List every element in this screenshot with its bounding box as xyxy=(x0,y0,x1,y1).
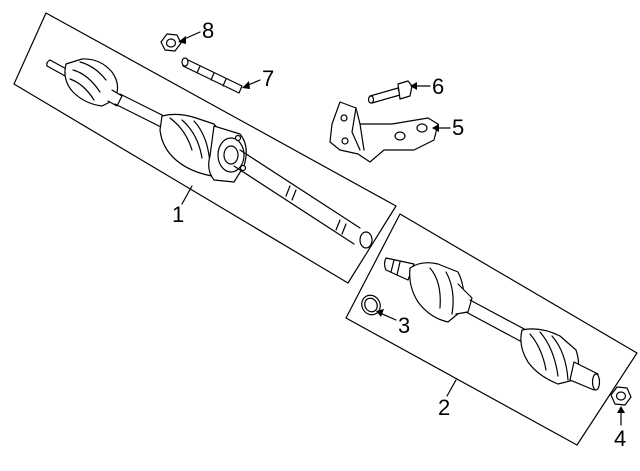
callout-4: 4 xyxy=(614,426,626,451)
callout-8: 8 xyxy=(202,18,214,43)
group-frame-2 xyxy=(345,213,638,446)
callout-3: 3 xyxy=(398,313,410,338)
leader-lines xyxy=(178,31,625,426)
left-axle-shaft xyxy=(46,58,373,249)
stud-7-drawing xyxy=(181,57,243,94)
nut-8-drawing xyxy=(160,33,182,52)
snap-ring-3-drawing xyxy=(361,294,381,316)
callout-1: 1 xyxy=(172,202,184,227)
callout-5: 5 xyxy=(452,115,464,140)
callout-2: 2 xyxy=(438,395,450,420)
callout-6: 6 xyxy=(432,74,444,99)
right-axle-shaft xyxy=(383,257,601,391)
axle-nut-4-drawing xyxy=(610,386,632,406)
bracket-5-drawing xyxy=(329,101,439,163)
bolt-6-drawing xyxy=(367,80,413,104)
callout-7: 7 xyxy=(262,66,274,91)
callout-numbers: 1 2 3 4 5 6 7 8 xyxy=(172,18,626,451)
